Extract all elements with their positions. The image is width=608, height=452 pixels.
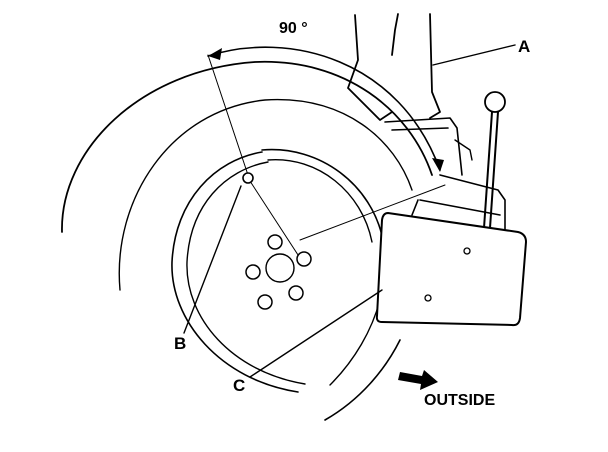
lug-nut-1 bbox=[267, 234, 283, 250]
plate-hole-1 bbox=[463, 247, 471, 255]
angle-label: 90 ° bbox=[279, 20, 308, 37]
alignment-plate bbox=[375, 211, 528, 327]
lug-nut-3 bbox=[288, 285, 304, 301]
knob-icon bbox=[484, 91, 506, 113]
angle-arrow-left bbox=[208, 48, 222, 60]
outside-direction-label: OUTSIDE bbox=[424, 392, 495, 409]
angle-arrow-right bbox=[432, 158, 444, 172]
callout-c-label: C bbox=[233, 376, 245, 395]
lug-nut-4 bbox=[257, 294, 273, 310]
plate-hole-2 bbox=[424, 294, 432, 302]
leaders bbox=[183, 44, 516, 378]
fender-structure bbox=[347, 13, 506, 231]
outside-arrow-icon bbox=[398, 370, 438, 390]
hub-center bbox=[265, 253, 295, 283]
callout-a-label: A bbox=[518, 37, 530, 56]
lug-nut-5 bbox=[245, 264, 261, 280]
valve-stem-icon bbox=[242, 172, 254, 184]
gauge-rod bbox=[483, 91, 506, 229]
hub bbox=[242, 172, 312, 310]
angle-arc bbox=[207, 46, 446, 241]
tire bbox=[61, 60, 433, 421]
lug-nut-2 bbox=[296, 251, 312, 267]
callout-b-label: B bbox=[174, 334, 186, 353]
